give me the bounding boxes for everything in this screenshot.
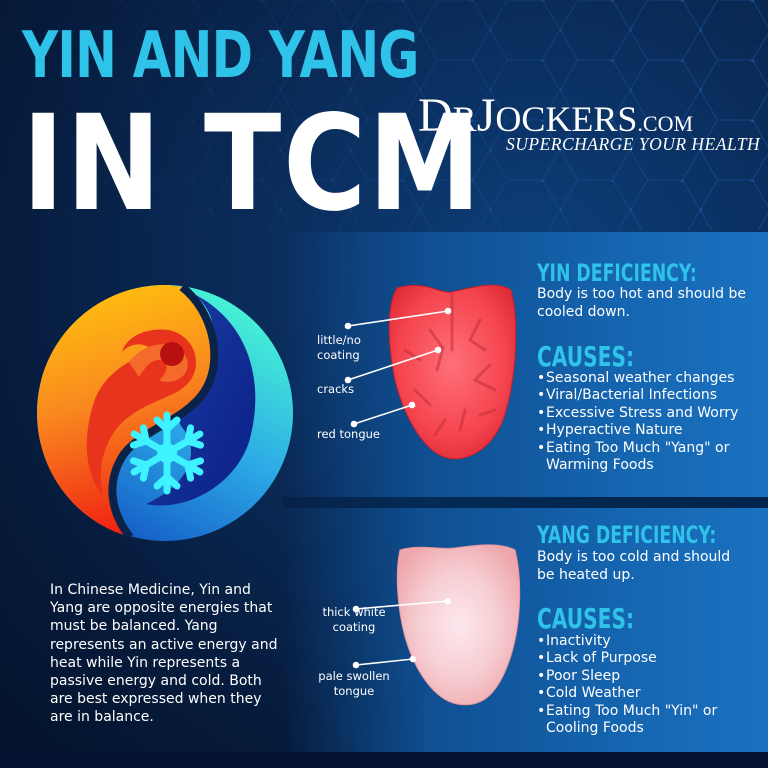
list-item: Hyperactive Nature: [537, 422, 767, 440]
pale-tongue-illustration: [396, 544, 521, 706]
bottom-strip: [0, 752, 768, 768]
yin-causes-list: Seasonal weather changes Viral/Bacterial…: [537, 370, 767, 474]
list-item: Viral/Bacterial Infections: [537, 387, 767, 405]
label-little-no-coating: little/no coating: [317, 333, 361, 362]
yin-deficiency-description: Body is too hot and should be cooled dow…: [537, 286, 746, 320]
intro-paragraph: In Chinese Medicine, Yin and Yang are op…: [50, 582, 278, 726]
hexagon-pattern-background: [0, 0, 768, 230]
title-line-1: YIN AND YANG: [22, 19, 419, 93]
yin-causes-heading: CAUSES:: [537, 340, 635, 373]
list-item: Lack of Purpose: [537, 650, 767, 668]
yang-deficiency-description: Body is too cold and should be heated up…: [537, 549, 731, 583]
yang-causes-list: Inactivity Lack of Purpose Poor Sleep Co…: [537, 633, 767, 737]
red-tongue-pointers: [344, 307, 452, 428]
logo-wordmark: DRJOCKERS.COM: [418, 89, 694, 142]
label-pale-swollen-tongue: pale swollen tongue: [318, 669, 390, 698]
title-line-2: IN TCM: [22, 87, 483, 241]
list-item: Poor Sleep: [537, 668, 767, 686]
list-item: Inactivity: [537, 633, 767, 651]
label-thick-white-coating: thick white coating: [322, 605, 386, 634]
logo-tagline: SUPERCHARGE YOUR HEALTH: [506, 134, 761, 154]
yang-causes-heading: CAUSES:: [537, 602, 635, 635]
pale-tongue-pointers: [352, 597, 452, 669]
list-item: Excessive Stress and Worry: [537, 405, 767, 423]
panel-divider: [283, 497, 768, 508]
list-item: Cold Weather: [537, 685, 767, 703]
list-item: Eating Too Much "Yin" or Cooling Foods: [537, 703, 736, 738]
yang-deficiency-heading: YANG DEFICIENCY:: [537, 521, 717, 549]
red-tongue-illustration: [388, 284, 517, 460]
label-red-tongue: red tongue: [317, 427, 381, 441]
yin-deficiency-heading: YIN DEFICIENCY:: [537, 259, 697, 287]
yin-yang-fire-ice-icon: [37, 283, 293, 541]
list-item: Seasonal weather changes: [537, 370, 767, 388]
label-cracks: cracks: [317, 382, 355, 396]
drjockers-logo: DRJOCKERS.COM SUPERCHARGE YOUR HEALTH: [418, 92, 760, 155]
snowflake-icon: [129, 411, 205, 495]
list-item: Eating Too Much "Yang" or Warming Foods: [537, 440, 746, 475]
